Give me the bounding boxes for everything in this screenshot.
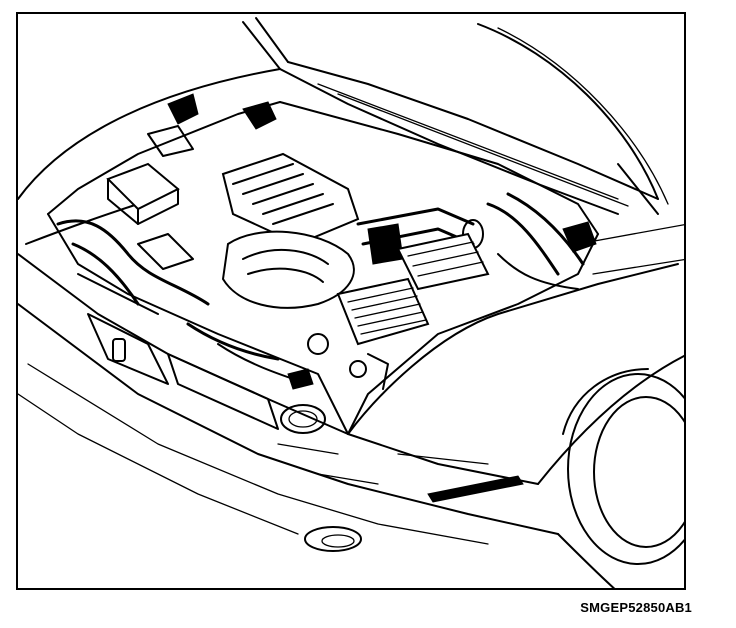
engine-parts xyxy=(56,93,597,390)
front-grille xyxy=(87,313,279,430)
front-wheel xyxy=(562,368,684,565)
open-hood xyxy=(242,17,669,215)
figure-code: SMGEP52850AB1 xyxy=(580,600,692,615)
car-engine-bay-illustration xyxy=(18,17,684,588)
side-marker xyxy=(427,475,524,503)
car-body xyxy=(18,68,684,588)
fog-lamp xyxy=(280,404,362,552)
illustration-frame xyxy=(16,12,686,590)
